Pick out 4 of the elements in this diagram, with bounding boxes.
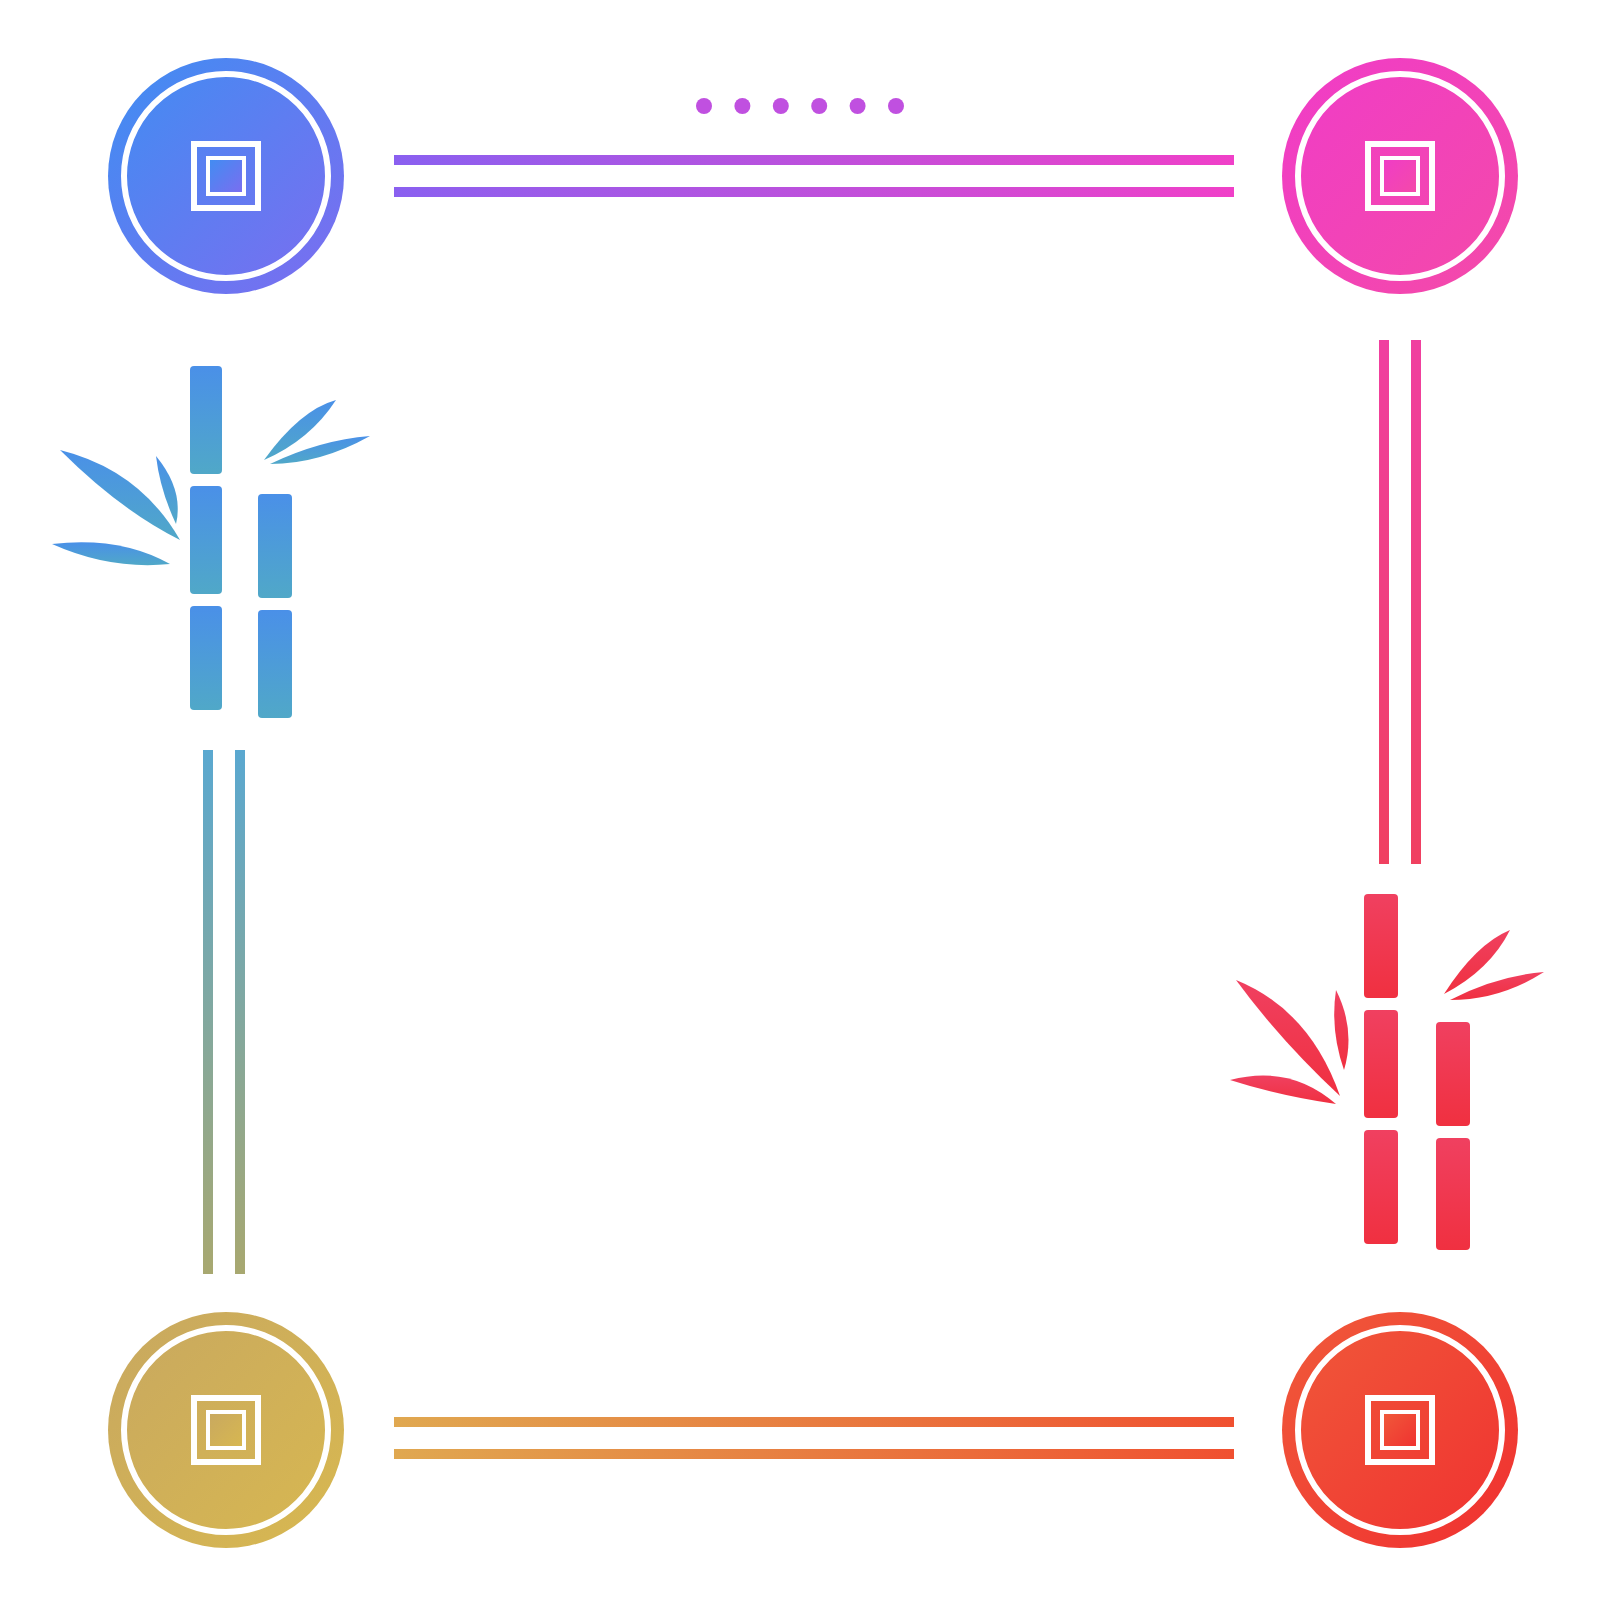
coin-circle bbox=[106, 56, 346, 296]
coin-circle bbox=[1280, 56, 1520, 296]
coin-circle bbox=[106, 1310, 346, 1550]
coin-circle bbox=[1280, 1310, 1520, 1550]
